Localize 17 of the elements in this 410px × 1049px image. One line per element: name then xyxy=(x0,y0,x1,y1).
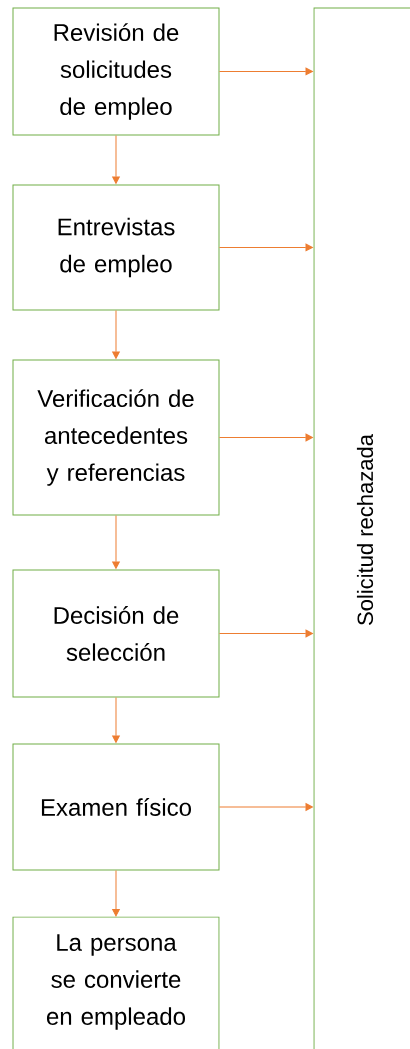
arrow xyxy=(219,433,313,442)
rejection-box: Solicitud rechazada xyxy=(313,7,410,1049)
arrow xyxy=(112,870,120,917)
process-box: Decisión de selección xyxy=(12,569,220,698)
arrow xyxy=(112,135,120,184)
process-box: La persona se convierte en empleado xyxy=(12,916,220,1049)
arrow xyxy=(112,515,120,569)
arrow xyxy=(219,629,313,638)
arrow xyxy=(112,310,120,359)
process-box: Examen físico xyxy=(12,743,220,871)
process-box: Verificación de antecedentes y referencias xyxy=(12,359,220,516)
arrow xyxy=(112,697,120,743)
arrow xyxy=(219,243,313,252)
process-box: Revisión de solicitudes de empleo xyxy=(12,7,220,136)
arrow xyxy=(219,803,313,811)
process-box: Entrevistas de empleo xyxy=(12,184,220,311)
arrow xyxy=(219,67,313,76)
